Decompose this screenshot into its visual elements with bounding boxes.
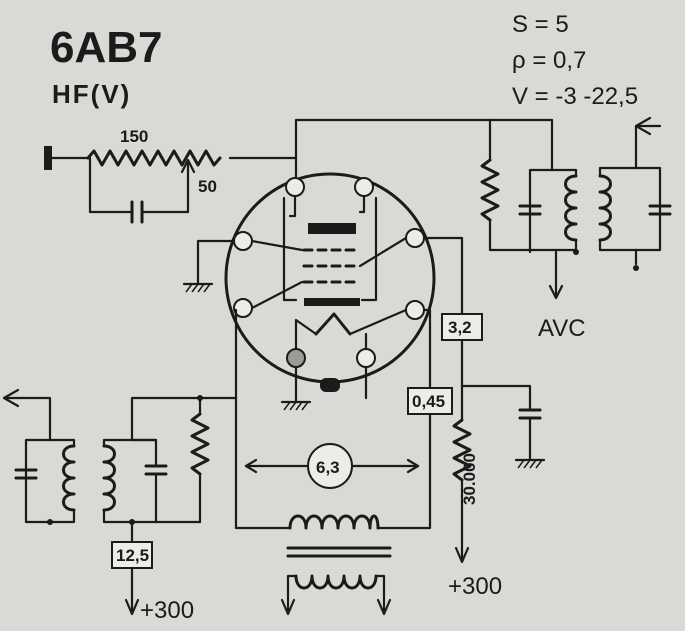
output-coil-1 (62, 444, 76, 512)
transformer-core (286, 546, 392, 558)
divider-resistor (452, 418, 472, 482)
cathode-electrode (304, 298, 360, 306)
resistor-3-2-label: 3,2 (448, 318, 472, 337)
pin (285, 177, 305, 197)
heater-voltage-label: 6,3 (316, 458, 340, 477)
supply-arrow-left (124, 598, 140, 616)
heater-circuit: 6,3 (234, 308, 420, 616)
grid-ground (182, 239, 236, 293)
tank-coil-2 (598, 174, 612, 242)
supply-right-label: +300 (448, 573, 502, 600)
output-tank-capacitor-2 (144, 464, 168, 476)
param-s: S = 5 (512, 11, 569, 38)
input-arrow (634, 116, 652, 136)
param-rho: ρ = 0,7 (512, 47, 586, 74)
pin (356, 348, 376, 368)
resistor-12-5-box (111, 541, 153, 569)
pin (233, 231, 253, 251)
output-tank-capacitor-1 (14, 468, 38, 480)
output-arrow (2, 388, 20, 408)
tube-envelope (224, 172, 436, 392)
tank-capacitor-2 (648, 204, 672, 216)
cathode-network: 150 50 (44, 127, 298, 224)
resistor-0-45-box (407, 387, 453, 415)
plate-electrode (308, 223, 356, 234)
heater-dimension-arrows (244, 458, 420, 474)
screen-bypass-capacitor (518, 408, 542, 420)
tank-coil-1 (564, 174, 578, 242)
g2-feed: 0,45 (376, 308, 453, 530)
heater-filament (314, 312, 352, 336)
resistor-0-45-label: 0,45 (412, 392, 445, 411)
output-coil-2 (102, 444, 116, 512)
plate-feed: 3,2 30.000 +300 (422, 236, 546, 600)
heater-transformer-primary (288, 514, 380, 530)
tube-type-label: 6AB7 (50, 23, 163, 72)
output-load-resistor (190, 412, 210, 476)
resistor-30000-label: 30.000 (460, 453, 479, 505)
tube-function-label: HF(V) (52, 79, 131, 109)
heater-voltage-circle (307, 443, 353, 489)
mains-arrows (280, 598, 392, 616)
supply-left-label: +300 (140, 597, 194, 624)
pin (405, 228, 425, 248)
tank-capacitor-1 (518, 204, 542, 216)
avc-label: AVC (538, 315, 586, 342)
pin (405, 300, 425, 320)
key-nub (320, 378, 340, 392)
supply-arrow-right (454, 546, 470, 564)
shield-ground (280, 365, 312, 411)
param-v: V = -3 -22,5 (512, 83, 638, 110)
pin-shield (286, 348, 306, 368)
output-tank-circuit: 12,5 +300 (2, 388, 238, 624)
avc-arrow (548, 284, 564, 300)
resistor-50-label: 50 (198, 177, 217, 196)
grid-leak-resistor (480, 158, 500, 222)
cathode-resistor (86, 149, 222, 167)
resistor-150-label: 150 (120, 127, 148, 146)
heater-transformer-secondary (294, 574, 378, 590)
resistor-tap-arrow (180, 158, 196, 174)
pin (354, 177, 374, 197)
chassis-ground-symbol (44, 146, 52, 170)
cathode-bypass-capacitor (130, 200, 144, 224)
resistor-12-5-label: 12,5 (116, 546, 149, 565)
input-tank-circuit: AVC (294, 116, 672, 342)
